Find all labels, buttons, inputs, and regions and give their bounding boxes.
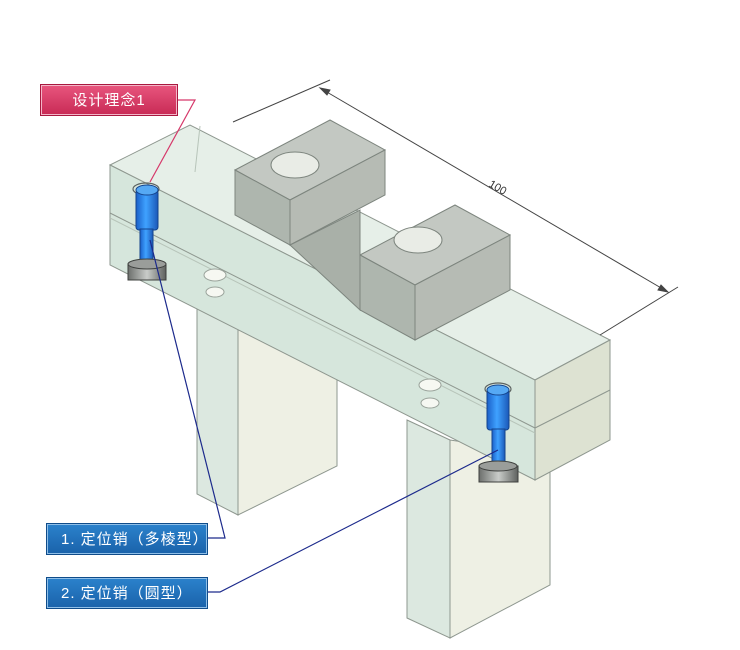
leader-pin-round [208,449,499,593]
clamp-block-left [233,119,387,246]
leader-concept [149,99,197,183]
support-leg-right [406,419,551,639]
locating-pin-round [478,382,519,483]
dimension-line [232,79,679,336]
counterbore-hole [418,378,442,409]
counterbore-hole [203,268,227,298]
clamp-body [289,209,361,312]
pin-diamond-callout: 1. 定位销（多棱型） [46,523,208,555]
concept-callout: 设计理念1 [40,84,178,116]
locating-pin-diamond [127,182,167,281]
dimension-label: 100 [487,178,509,198]
pin-round-callout: 2. 定位销（圆型） [46,577,208,609]
clamp-block-right [358,204,512,341]
leader-pin-diamond [149,239,226,539]
